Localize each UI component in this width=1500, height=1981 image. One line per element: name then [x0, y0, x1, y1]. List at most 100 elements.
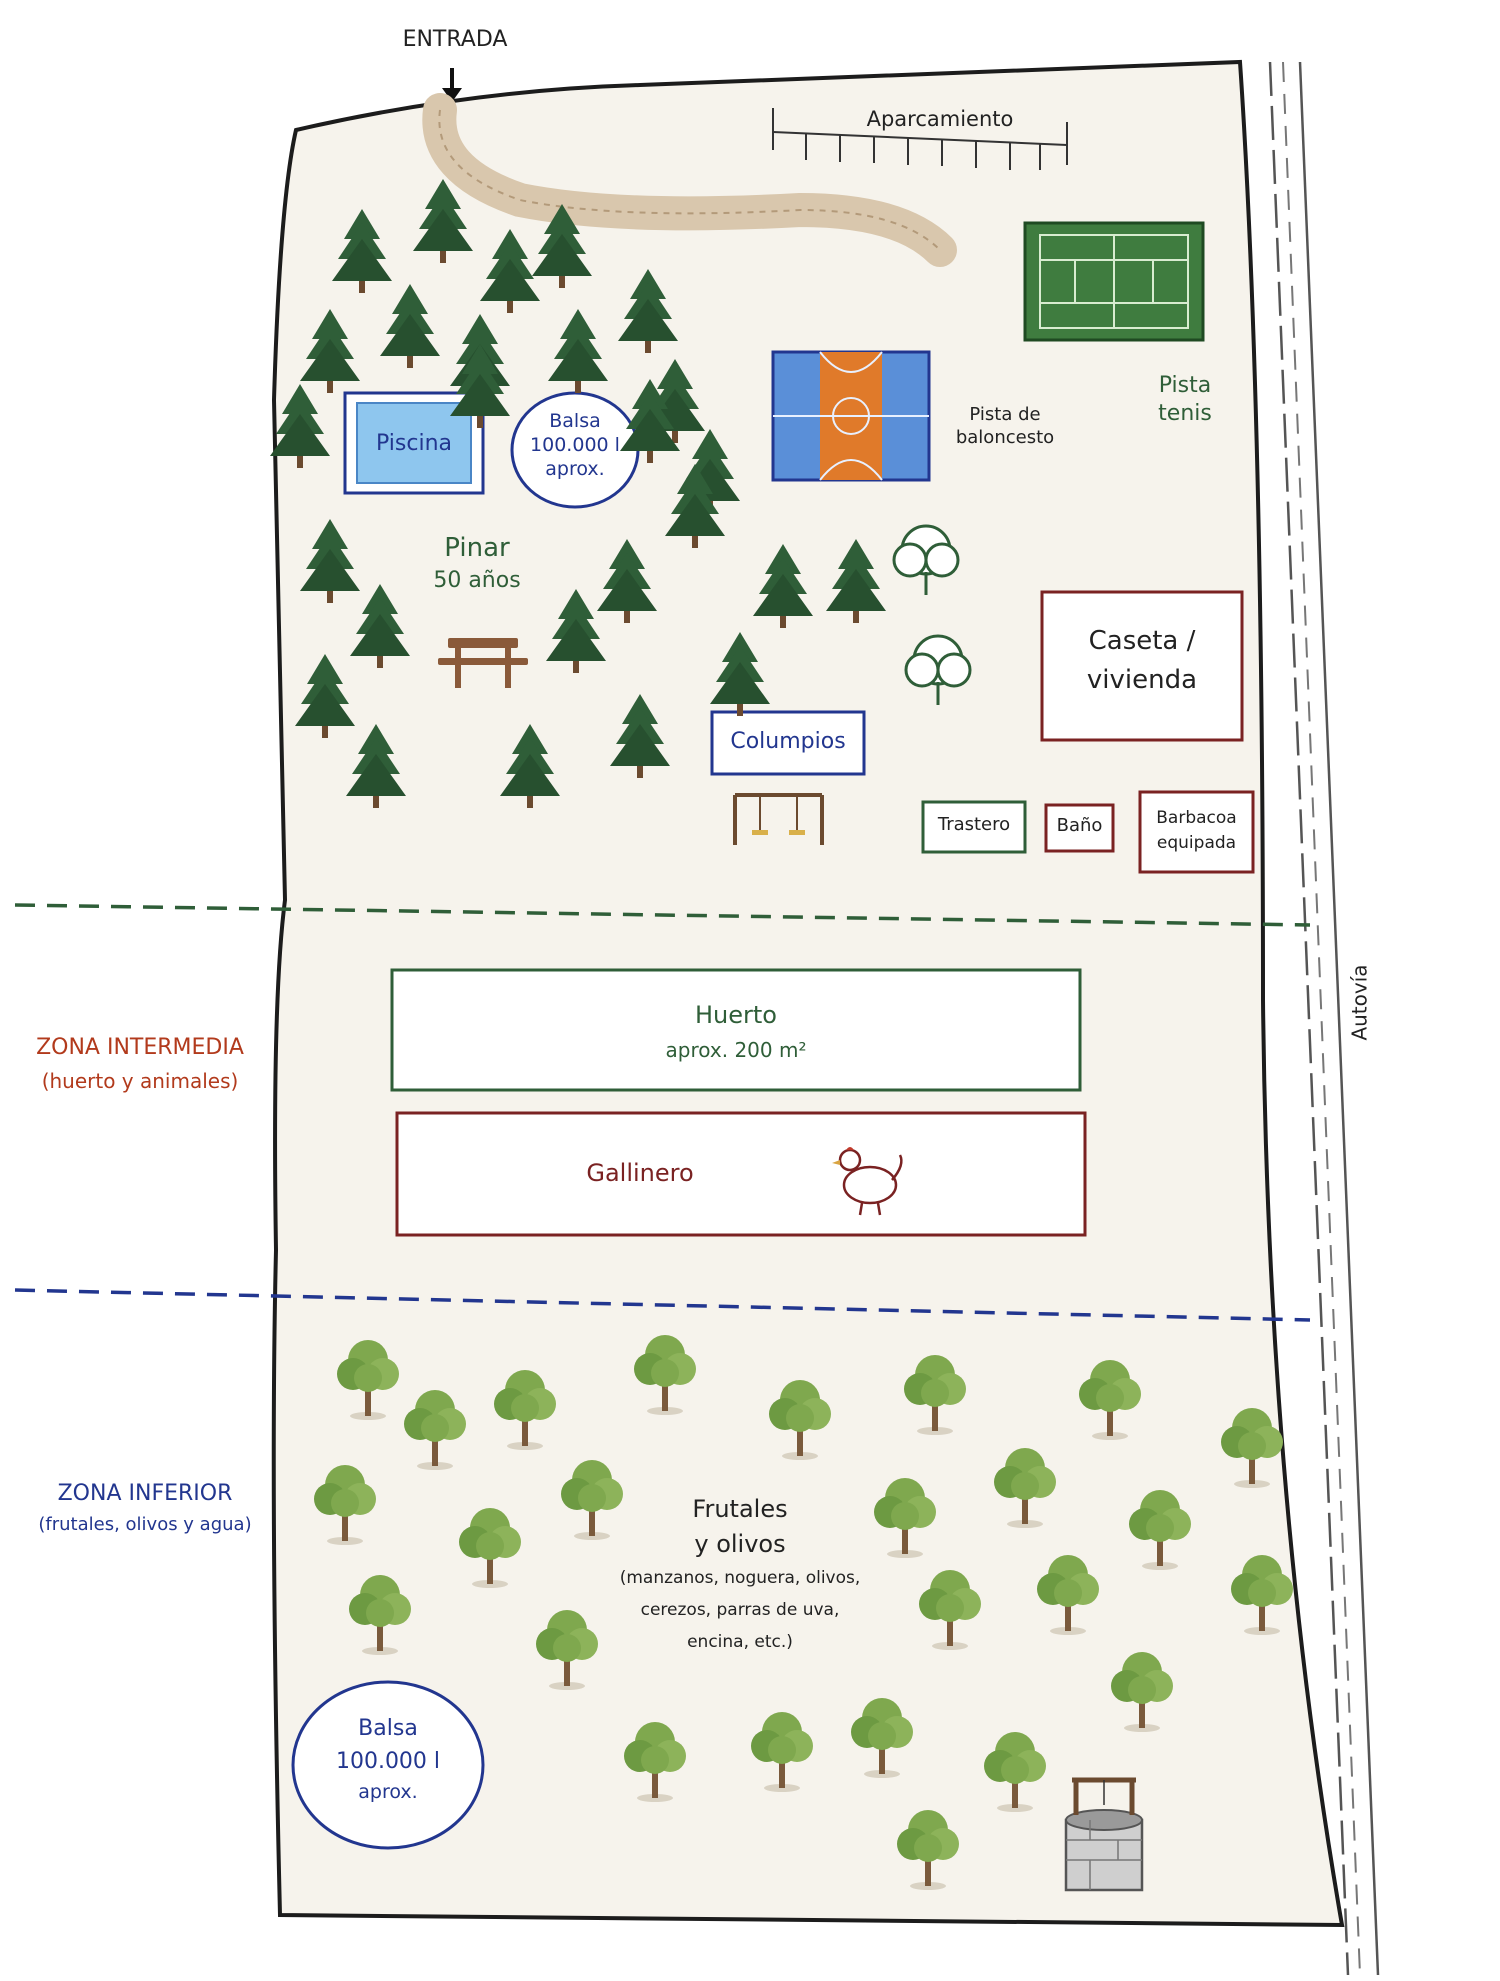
fruit-tree-icon: [404, 1390, 466, 1470]
fruit-tree-icon: [984, 1732, 1046, 1812]
fruit-tree-icon: [919, 1570, 981, 1650]
highway-label: Autovía: [1347, 964, 1372, 1041]
tennis-label-line1: Pista: [1158, 373, 1212, 398]
basketball-court: [771, 350, 931, 482]
pine-tree-icon: [450, 344, 510, 428]
orchard-line1: Frutales: [692, 1495, 788, 1523]
pine-tree-icon: [546, 589, 606, 673]
fruit-tree-icon: [634, 1335, 696, 1415]
pine-tree-icon: [753, 544, 813, 628]
pine-tree-icon: [295, 654, 355, 738]
fruit-tree-icon: [904, 1355, 966, 1435]
pine-tree-icon: [480, 229, 540, 313]
orchard-label: Frutales y olivos (manzanos, noguera, ol…: [600, 1492, 880, 1658]
pine-tree-icon: [300, 309, 360, 393]
fruit-tree-icon: [851, 1698, 913, 1778]
zone-lower-label: ZONA INFERIOR (frutales, olivos y agua): [20, 1476, 270, 1540]
garden-box: [390, 968, 1082, 1092]
pine-tree-icon: [300, 519, 360, 603]
parking-lines: [772, 108, 1068, 170]
pine-tree-icon: [380, 284, 440, 368]
broadleaf-trees: [892, 524, 972, 705]
fruit-tree-icon: [624, 1722, 686, 1802]
pond-upper-line3: aprox.: [545, 457, 605, 480]
house-label-line2: vivienda: [1086, 665, 1198, 695]
pond-lower-label: Balsa 100.000 l aprox.: [300, 1712, 476, 1807]
zone-middle-subtitle: (huerto y animales): [41, 1069, 239, 1094]
fruit-tree-icon: [494, 1370, 556, 1450]
tennis-label: Pista tenis: [1140, 372, 1230, 427]
tennis-label-line2: tenis: [1158, 400, 1212, 426]
fruit-tree-icon: [1129, 1490, 1191, 1570]
pine-tree-icon: [826, 539, 886, 623]
zone-lower-subtitle: (frutales, olivos y agua): [38, 1514, 252, 1536]
zone-lower-title: ZONA INFERIOR: [57, 1481, 233, 1506]
picnic-table-icon: [438, 638, 528, 688]
basketball-label: Pista de baloncesto: [950, 404, 1060, 449]
fruit-tree-icon: [1079, 1360, 1141, 1440]
pond-lower-line2: 100.000 l: [335, 1749, 441, 1774]
tennis-court: [1023, 221, 1205, 342]
pine-tree-icon: [548, 309, 608, 393]
bathroom-box: [1044, 803, 1115, 853]
pond-lower: [291, 1680, 485, 1850]
fruit-tree-icon: [769, 1380, 831, 1460]
basketball-label-line2: baloncesto: [955, 426, 1055, 448]
pine-tree-icon: [665, 464, 725, 548]
pine-tree-icon: [346, 724, 406, 808]
house-box: [1040, 590, 1244, 742]
pine-trees: [270, 179, 886, 808]
fruit-tree-icon: [1111, 1652, 1173, 1732]
fruit-tree-icon: [349, 1575, 411, 1655]
fruit-tree-icon: [751, 1712, 813, 1792]
pine-tree-icon: [332, 209, 392, 293]
entrance-arrow-icon: [442, 68, 462, 102]
fruit-tree-icon: [874, 1478, 936, 1558]
fruit-tree-icon: [1037, 1555, 1099, 1635]
bbq-label-line2: equipada: [1156, 832, 1237, 853]
bbq-box: [1138, 790, 1255, 874]
pine-tree-icon: [270, 384, 330, 468]
storage-label: Trastero: [937, 814, 1011, 835]
well-icon: [1064, 1777, 1144, 1892]
fruit-tree-icon: [337, 1340, 399, 1420]
pine-forest-label: Pinar 50 años: [422, 530, 532, 597]
bbq-label: Barbacoa equipada: [1140, 806, 1253, 855]
zone-divider-upper: [14, 903, 1311, 927]
pine-tree-icon: [350, 584, 410, 668]
swing-set-icon: [733, 793, 824, 845]
deciduous-tree-icon: [904, 634, 972, 705]
fruit-tree-icon: [994, 1448, 1056, 1528]
pine-tree-icon: [597, 539, 657, 623]
highway-line-right: [1298, 61, 1380, 1976]
orchard-line4: cerezos, parras de uva,: [640, 1599, 840, 1620]
bathroom-label: Baño: [1056, 815, 1103, 836]
fruit-trees: [314, 1335, 1293, 1890]
parking-label: Aparcamiento: [866, 107, 1014, 131]
fruit-tree-icon: [1231, 1555, 1293, 1635]
pine-tree-icon: [500, 724, 560, 808]
fruit-tree-icon: [561, 1460, 623, 1540]
fruit-tree-icon: [459, 1508, 521, 1588]
zone-divider-lower: [14, 1288, 1311, 1322]
coop-label: Gallinero: [586, 1159, 694, 1187]
pool-label: Piscina: [376, 431, 452, 456]
garden-area: aprox. 200 m²: [665, 1038, 807, 1063]
garden-title: Huerto: [695, 1001, 777, 1029]
storage-box: [921, 800, 1027, 854]
deciduous-tree-icon: [892, 524, 960, 595]
pine-forest-line2: 50 años: [433, 568, 521, 594]
coop-box: [395, 1111, 1087, 1237]
pine-tree-icon: [618, 269, 678, 353]
swings-box: [710, 710, 866, 776]
house-label-line1: Caseta /: [1088, 626, 1196, 656]
pine-tree-icon: [620, 379, 680, 463]
zone-middle-label: ZONA INTERMEDIA (huerto y animales): [20, 1030, 260, 1097]
fruit-tree-icon: [897, 1810, 959, 1890]
pine-tree-icon: [710, 632, 770, 716]
pine-tree-icon: [413, 179, 473, 263]
zone-middle-title: ZONA INTERMEDIA: [36, 1035, 244, 1060]
pond-lower-line1: Balsa: [358, 1716, 418, 1741]
orchard-line5: encina, etc.): [687, 1632, 793, 1653]
